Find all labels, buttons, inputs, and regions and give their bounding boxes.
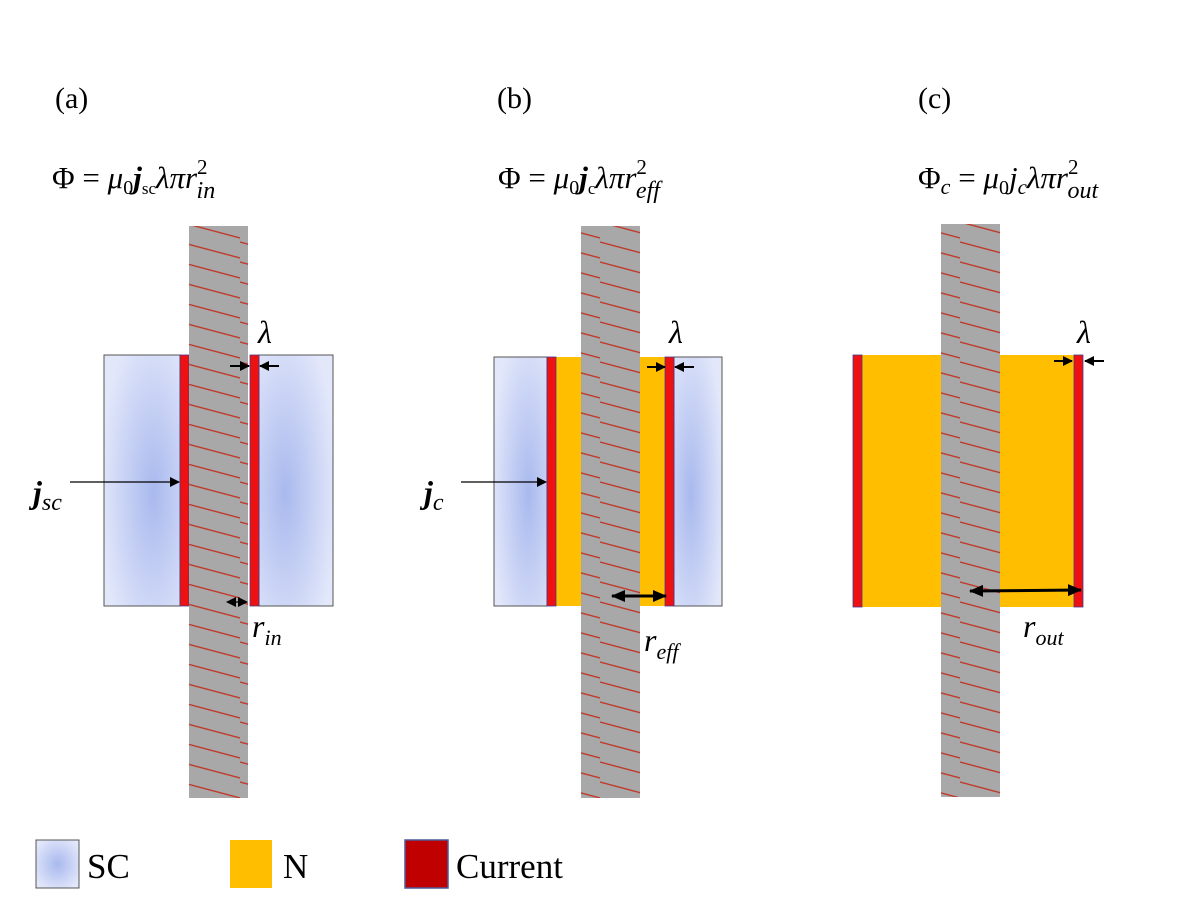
panel-c-label: (c) xyxy=(918,82,951,115)
current-layer-left xyxy=(179,354,190,607)
radius-arrow xyxy=(969,584,1082,597)
radius-label: rin xyxy=(252,608,282,650)
legend-swatch-sc xyxy=(35,839,80,889)
current-layer-right xyxy=(249,354,260,607)
legend-swatch-current xyxy=(404,839,449,889)
lambda-label: λ xyxy=(257,314,272,350)
current-layer-right xyxy=(1073,354,1084,608)
legend: SC N Current xyxy=(35,839,563,889)
lambda-label: λ xyxy=(1076,314,1091,350)
sc-region-left xyxy=(103,354,181,607)
flux-tube xyxy=(189,226,248,798)
current-label: jc xyxy=(419,474,444,516)
legend-label-current: Current xyxy=(456,847,563,886)
current-layer-left xyxy=(852,354,863,608)
legend-label-sc: SC xyxy=(87,847,130,886)
radius-label: reff xyxy=(644,622,681,664)
lambda-label: λ xyxy=(668,314,683,350)
current-layer-left xyxy=(546,356,557,607)
panel-b-label: (b) xyxy=(497,82,532,115)
radius-label: rout xyxy=(1023,608,1064,650)
legend-swatch-n xyxy=(230,840,272,888)
flux-tube xyxy=(581,226,640,798)
flux-tube xyxy=(941,224,1000,797)
current-layer-right xyxy=(664,356,675,607)
panel-a-label: (a) xyxy=(55,82,88,115)
sc-region-right xyxy=(258,354,334,607)
current-label: jsc xyxy=(28,474,62,516)
sc-region-right xyxy=(673,356,723,607)
legend-label-n: N xyxy=(283,847,308,886)
